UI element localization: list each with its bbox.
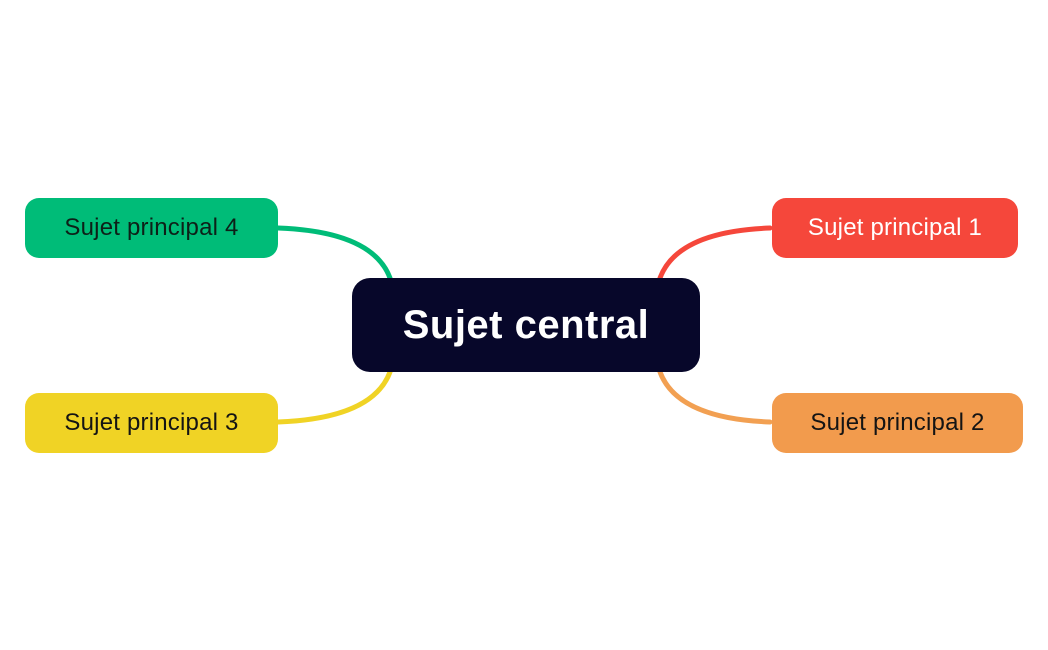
branch-node-1[interactable]: Sujet principal 1 xyxy=(772,198,1018,258)
connector-branch-1 xyxy=(657,225,773,281)
connector-branch-2 xyxy=(657,369,773,425)
branch-node-1-label: Sujet principal 1 xyxy=(807,214,983,241)
central-topic-node[interactable]: Sujet central xyxy=(352,278,700,372)
connector-branch-4 xyxy=(275,225,393,281)
branch-node-3-label: Sujet principal 3 xyxy=(64,409,239,436)
branch-node-2[interactable]: Sujet principal 2 xyxy=(772,393,1023,453)
branch-node-4-label: Sujet principal 4 xyxy=(64,214,239,241)
branch-node-3[interactable]: Sujet principal 3 xyxy=(25,393,278,453)
connector-branch-3 xyxy=(275,369,393,425)
central-topic-label: Sujet central xyxy=(402,302,650,347)
branch-node-4[interactable]: Sujet principal 4 xyxy=(25,198,278,258)
branch-node-2-label: Sujet principal 2 xyxy=(810,409,985,436)
